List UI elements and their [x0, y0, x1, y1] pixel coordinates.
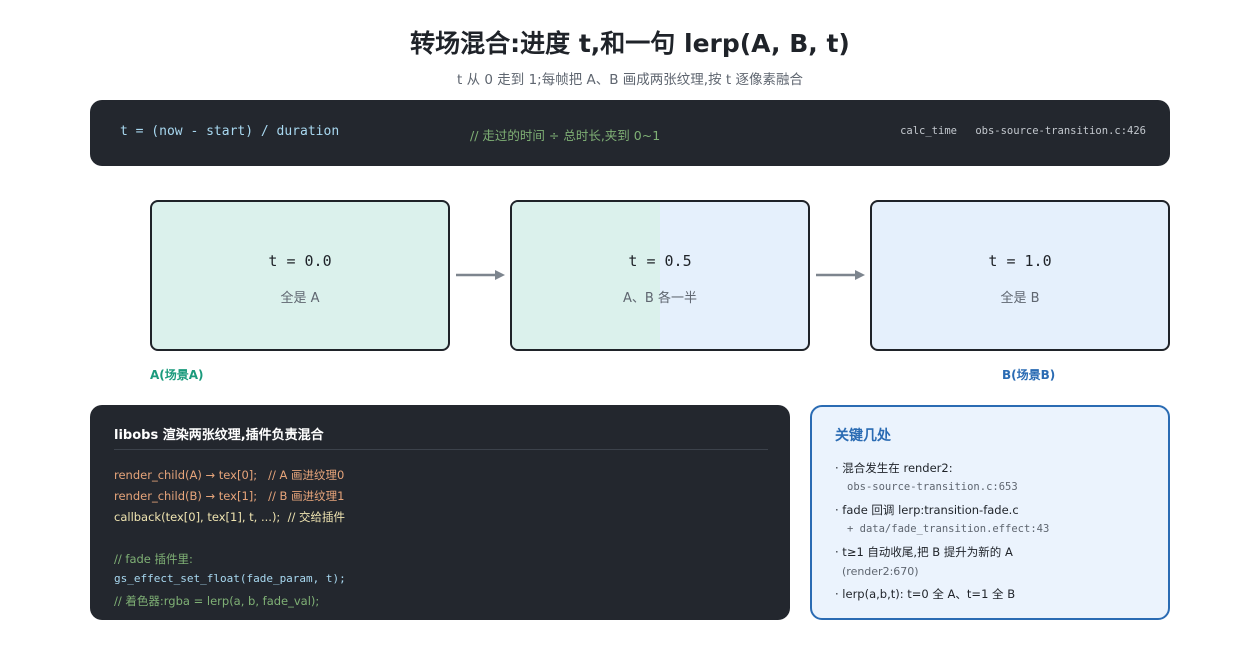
code-text: render_child(A) → tex[0]; [114, 468, 258, 482]
state-description: A、B 各一半 [623, 291, 697, 306]
state-description: 全是 B [1000, 291, 1040, 306]
key-points-panel: 关键几处 · 混合发生在 render2: obs-source-transit… [810, 405, 1170, 620]
formula-code: t = (now - start) / duration [120, 124, 340, 139]
formula-function: calc_time [900, 125, 957, 137]
state-t-value: t = 0.5 [628, 252, 692, 270]
formula-reference: calc_time obs-source-transition.c:426 [900, 125, 1146, 137]
state-box-start: t = 0.0 全是 A [150, 200, 450, 351]
code-text: render_child(B) → tex[1]; [114, 489, 258, 503]
state-box-middle: t = 0.5 A、B 各一半 [510, 200, 810, 351]
key-point-ref: (render2:670) [842, 565, 919, 578]
code-line: callback(tex[0], tex[1], t, ...); // 交给插… [114, 509, 345, 525]
plugin-code: gs_effect_set_float(fade_param, t); [114, 572, 346, 585]
render-code-panel: libobs 渲染两张纹理,插件负责混合 render_child(A) → t… [90, 405, 790, 620]
page-subtitle: t 从 0 走到 1;每帧把 A、B 画成两张纹理,按 t 逐像素融合 [457, 72, 803, 88]
code-comment: // B 画进纹理1 [268, 489, 345, 503]
formula-comment: // 走过的时间 ÷ 总时长,夹到 0~1 [470, 128, 661, 143]
formula-location: obs-source-transition.c:426 [975, 125, 1146, 137]
code-comment: // A 画进纹理0 [268, 468, 345, 482]
state-box-end: t = 1.0 全是 B [870, 200, 1170, 351]
key-point-item: · 混合发生在 render2: [835, 461, 953, 475]
state-description: 全是 A [280, 291, 320, 306]
state-t-value: t = 1.0 [988, 252, 1052, 270]
shader-comment: // 着色器:rgba = lerp(a, b, fade_val); [114, 594, 320, 608]
key-points-title: 关键几处 [835, 428, 891, 444]
scene-b-label: B(场景B) [1002, 368, 1056, 382]
state-t-value: t = 0.0 [268, 252, 332, 270]
page-title: 转场混合:进度 t,和一句 lerp(A, B, t) [410, 29, 850, 58]
render-panel-title: libobs 渲染两张纹理,插件负责混合 [114, 428, 324, 443]
plugin-comment: // fade 插件里: [114, 552, 193, 566]
key-point-item: · lerp(a,b,t): t=0 全 A、t=1 全 B [835, 587, 1016, 601]
formula-bar: t = (now - start) / duration // 走过的时间 ÷ … [90, 100, 1170, 166]
divider [114, 449, 768, 450]
arrow-right-icon [816, 270, 865, 280]
scene-a-label: A(场景A) [150, 368, 204, 382]
code-line: render_child(B) → tex[1]; // B 画进纹理1 [114, 488, 344, 504]
blend-half-a [512, 202, 660, 349]
arrow-right-icon [456, 270, 505, 280]
key-point-item: · fade 回调 lerp:transition-fade.c [835, 503, 1019, 517]
key-point-item: · t≥1 自动收尾,把 B 提升为新的 A [835, 545, 1013, 559]
key-point-ref: + data/fade_transition.effect:43 [847, 523, 1050, 535]
code-text: callback(tex[0], tex[1], t, ...); [114, 510, 281, 524]
code-comment: // 交给插件 [287, 510, 346, 524]
code-line: render_child(A) → tex[0]; // A 画进纹理0 [114, 467, 344, 483]
key-point-ref: obs-source-transition.c:653 [847, 481, 1018, 493]
